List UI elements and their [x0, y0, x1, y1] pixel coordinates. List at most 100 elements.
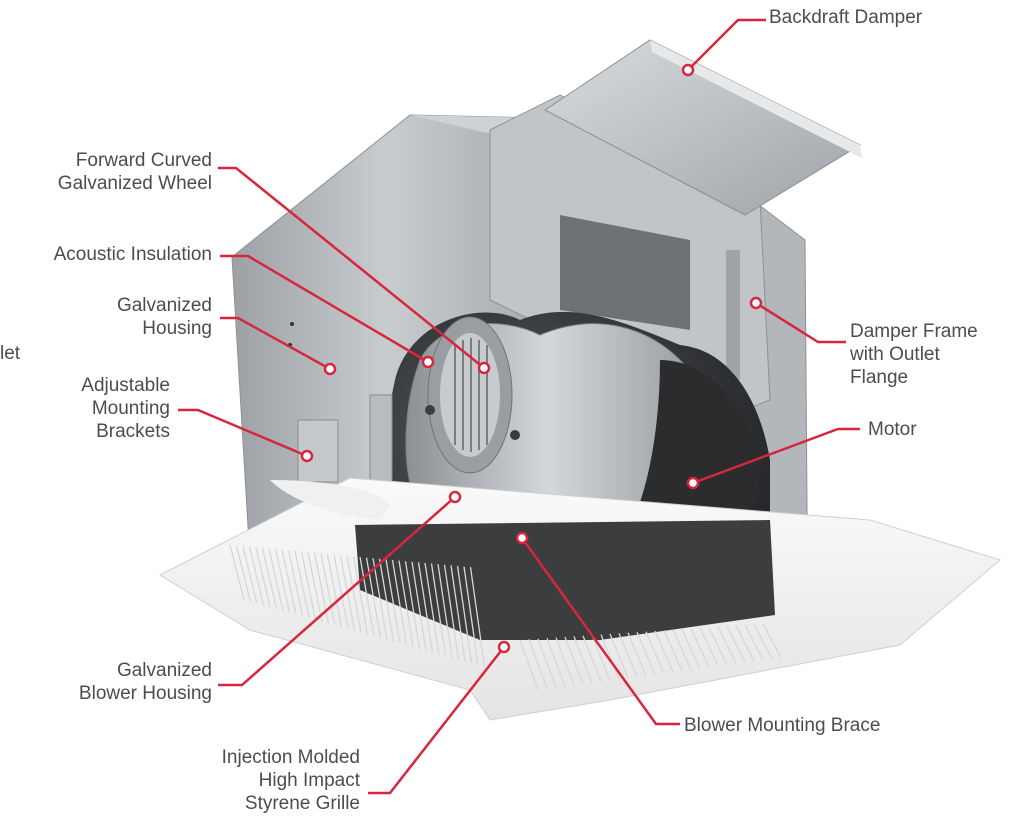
leader-grille: [368, 646, 505, 795]
grille-slat: [242, 546, 258, 604]
grille-slat: [555, 637, 575, 686]
label-cut-fragment: let: [0, 343, 21, 364]
label-acoustic-insulation: Acoustic Insulation: [53, 244, 212, 265]
blower-housing-shape: [405, 316, 721, 541]
grille-slat: [274, 549, 291, 613]
grille-slat: [385, 559, 401, 644]
leader-acoustic-insulation: [220, 254, 429, 364]
grille-slat: [681, 628, 701, 669]
leader-motor: [692, 427, 860, 485]
grille-slat: [437, 564, 453, 658]
grille-slat: [352, 556, 369, 635]
grille-slat: [346, 555, 362, 633]
leader-forward-curved-wheel: [218, 166, 485, 369]
leader-adjustable-brackets: [178, 408, 308, 458]
label-damper-frame: Damper Frame with Outlet Flange: [850, 321, 978, 388]
grille-slat: [537, 638, 557, 688]
grille-slat: [281, 549, 297, 615]
grille-slat: [690, 628, 710, 668]
dot-blower-housing: [448, 490, 462, 504]
dot-forward-curved-wheel: [477, 361, 491, 375]
grille-slat: [287, 550, 304, 617]
grille-slat: [546, 637, 566, 687]
dot-damper-frame: [749, 296, 763, 310]
grille-slat: [717, 626, 737, 664]
grille-slat: [365, 557, 382, 638]
label-backdraft-damper: Backdraft Damper: [769, 7, 923, 28]
label-motor: Motor: [868, 419, 917, 440]
grille-slat: [424, 562, 440, 655]
label-galvanized-housing: Galvanized Housing: [116, 295, 212, 339]
grille-slat: [261, 547, 278, 610]
grille-slat: [398, 560, 414, 647]
leader-backdraft-damper: [687, 18, 766, 71]
grille-slat: [699, 627, 719, 667]
grille-slat: [463, 566, 479, 665]
dot-acoustic-insulation: [421, 355, 435, 369]
leader-lines: [178, 18, 860, 795]
leader-blower-brace: [520, 537, 680, 726]
grille-slat: [609, 633, 629, 679]
grille-slat: [600, 634, 620, 680]
grille-slat: [519, 639, 539, 691]
grille-slat: [229, 544, 245, 601]
grille-slat: [391, 559, 408, 646]
grille-shape: [158, 477, 1002, 721]
grille-slat: [333, 554, 349, 629]
grille-slat: [636, 631, 656, 675]
leader-blower-housing: [218, 496, 456, 687]
grille-slat: [294, 550, 310, 619]
grille-slat: [255, 547, 271, 608]
grille-slat: [582, 635, 602, 682]
grille-slat: [735, 625, 755, 662]
label-adjustable-brackets: Adjustable Mounting Brackets: [81, 375, 170, 442]
label-forward-curved-wheel: Forward Curved Galvanized Wheel: [57, 150, 212, 194]
grille-slat: [672, 629, 692, 670]
dot-motor: [686, 476, 700, 490]
grille-slat: [573, 636, 593, 684]
grille-slat: [654, 630, 674, 673]
grille-slat: [378, 558, 395, 642]
grille-slat: [326, 553, 343, 628]
grille-slat: [744, 624, 764, 661]
grille-slat: [404, 561, 421, 649]
grille-slat: [618, 633, 638, 678]
grille-slat: [248, 546, 265, 606]
label-grille: Injection Molded High Impact Styrene Gri…: [221, 747, 360, 814]
grille-slat: [627, 632, 647, 676]
label-blower-brace: Blower Mounting Brace: [684, 715, 881, 736]
grille-slat: [663, 630, 683, 672]
label-blower-housing: Galvanized Blower Housing: [78, 660, 212, 704]
dot-blower-brace: [515, 531, 529, 545]
dot-grille: [497, 640, 511, 654]
grille-slat: [372, 558, 388, 640]
leader-damper-frame: [755, 301, 846, 344]
grille-slat: [726, 625, 746, 663]
grille-slat: [708, 627, 728, 666]
grille-slat: [450, 565, 466, 662]
leader-galvanized-housing: [220, 316, 331, 371]
grille-slat: [591, 634, 611, 681]
grille-slat: [443, 564, 460, 660]
grille-slat: [307, 552, 323, 622]
grille-slat: [268, 548, 284, 611]
grille-slat: [300, 551, 317, 620]
grille-slat: [320, 553, 336, 626]
grille-slat: [417, 562, 434, 653]
motor-shape: [620, 360, 760, 545]
damper-plate-shape: [544, 39, 862, 216]
grille-slat: [564, 636, 584, 685]
dot-adjustable-brackets: [300, 449, 314, 463]
dot-backdraft-damper: [681, 63, 695, 77]
dot-galvanized-housing: [323, 362, 337, 376]
grille-slat: [456, 565, 473, 664]
grille-slat: [469, 567, 486, 667]
grille-slat: [430, 563, 447, 656]
grille-slat: [762, 623, 782, 658]
grille-slat: [235, 545, 252, 602]
grille-slat: [359, 556, 375, 637]
grille-slat: [411, 561, 427, 651]
grille-slat: [753, 624, 773, 660]
